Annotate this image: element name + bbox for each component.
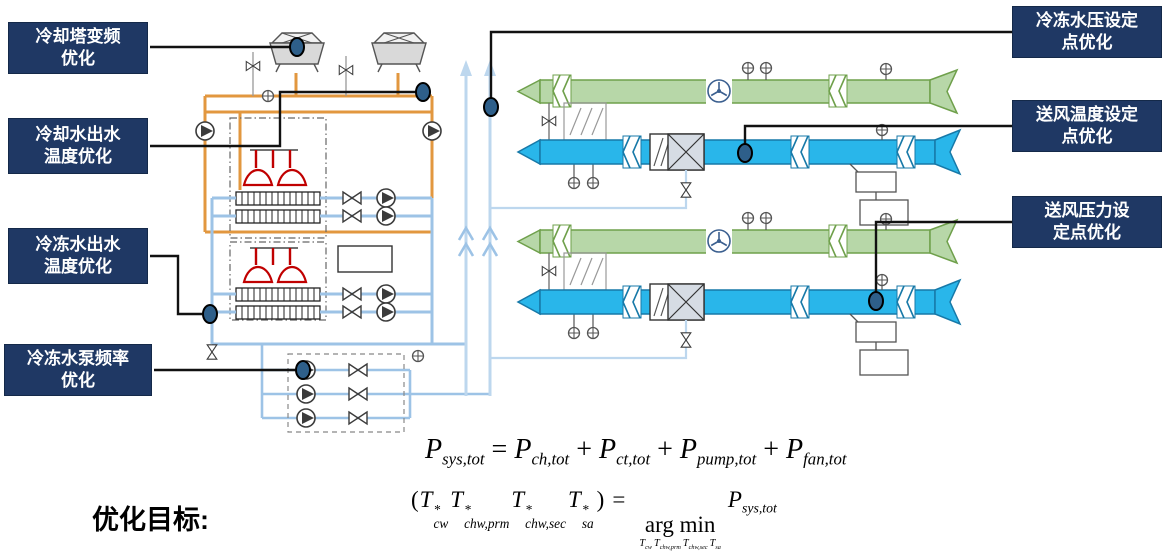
callout-cooling-tower-vfd: 冷却塔变频 优化 [8, 22, 148, 74]
callout-text: 送风压力设 [1044, 200, 1130, 220]
ahu-loop-1 [490, 63, 960, 226]
callout-supply-air-temp-setpoint: 送风温度设定 点优化 [1012, 100, 1162, 152]
callout-text: 点优化 [1061, 127, 1113, 146]
callout-chw-pressure-setpoint: 冷冻水压设定 点优化 [1012, 6, 1162, 58]
callout-text: 点优化 [1061, 33, 1113, 52]
callout-dot [415, 82, 431, 102]
callout-dot [737, 143, 753, 163]
refrigerant-lines [254, 248, 292, 265]
callout-pump-frequency: 冷冻水泵频率 优化 [4, 344, 152, 396]
callout-text: 温度优化 [44, 147, 112, 166]
refrigerant-lines [254, 150, 292, 168]
callout-chilled-water-temp: 冷冻水出水 温度优化 [8, 228, 148, 284]
connector-supply-temp [743, 124, 1012, 146]
callout-condenser-water-temp: 冷却水出水 温度优化 [8, 118, 148, 174]
callout-text: 冷冻水压设定 [1036, 10, 1138, 30]
callout-text: 冷却塔变频 [35, 26, 121, 46]
objective-heading: 优化目标: [92, 505, 209, 535]
chiller-plant [195, 32, 490, 433]
condenser-water-pipe [203, 73, 434, 234]
callout-dot [202, 304, 218, 324]
secondary-pump-pipes [260, 344, 490, 420]
callout-dots [202, 37, 884, 380]
callout-text: 优化 [61, 371, 95, 390]
connector-condenser-temp [150, 90, 416, 148]
buffer-tank [337, 245, 393, 273]
callout-connectors [150, 30, 1012, 372]
callout-dot [483, 97, 499, 117]
chilled-water-pipe [210, 196, 466, 346]
callout-supply-air-pressure-setpoint: 送风压力设 定点优化 [1012, 196, 1162, 248]
callout-text: 冷却水出水 [35, 124, 121, 144]
secondary-pump-group [287, 353, 405, 433]
callout-text: 送风温度设定 [1036, 104, 1138, 124]
callout-text: 冷冻水泵频率 [27, 348, 129, 368]
ahu-loop-2 [490, 213, 960, 376]
connector-chw-pressure [489, 30, 1012, 99]
callout-text: 优化 [61, 49, 95, 68]
connector-supply-pressure [874, 220, 1012, 293]
callout-text: 定点优化 [1053, 223, 1121, 242]
chiller-2 [229, 241, 327, 321]
callout-text: 冷冻水出水 [35, 234, 121, 254]
callout-dot [295, 360, 311, 380]
formula-total-power: Psys,tot=Pch,tot+Pct,tot+Ppump,tot+Pfan,… [425, 434, 847, 469]
chiller-1 [229, 117, 327, 239]
callout-dot [289, 37, 305, 57]
callout-text: 温度优化 [44, 257, 112, 276]
callout-dot [868, 291, 884, 311]
connector-chilled-temp [150, 254, 202, 316]
